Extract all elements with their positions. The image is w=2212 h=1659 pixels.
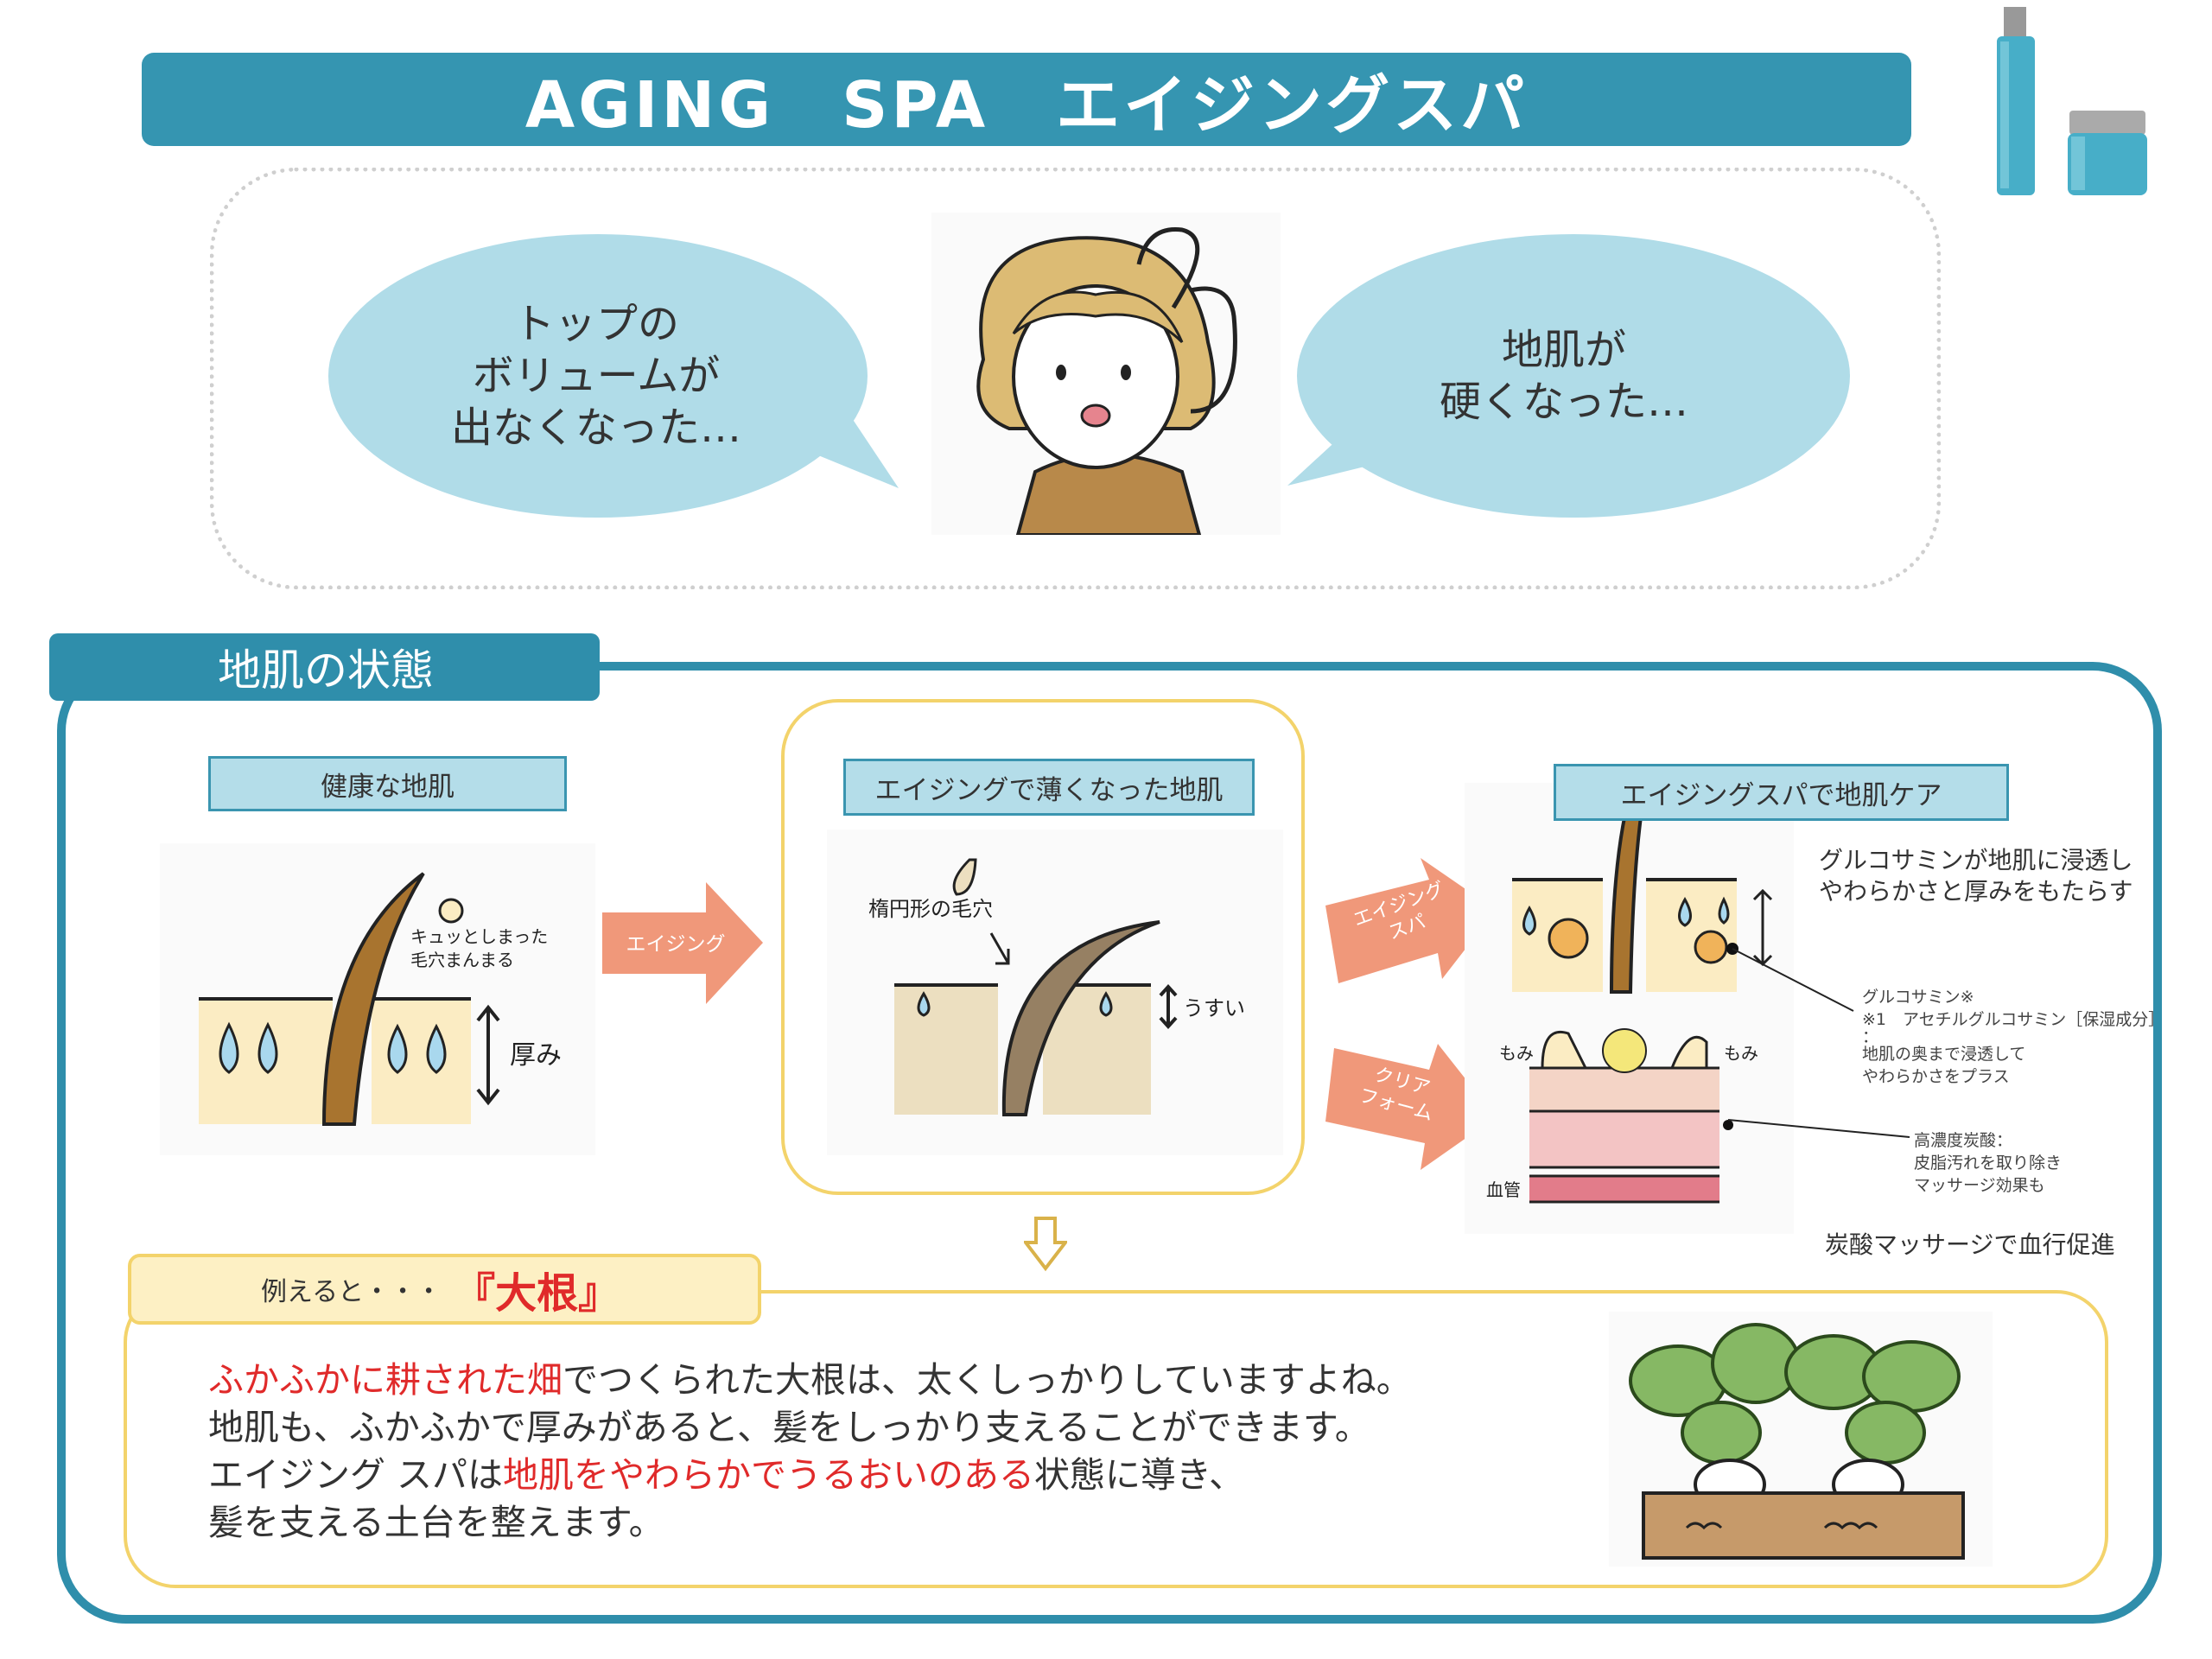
note-line: グルコサミンが地肌に浸透し	[1819, 846, 2133, 874]
example-panel	[124, 1290, 2108, 1588]
down-arrow-icon	[1021, 1217, 1070, 1275]
note-line: やわらかさと厚みをもたらす	[1819, 877, 2133, 906]
pore-note-line: キュッとしまった	[410, 926, 548, 947]
bubble-line: 出なくなった…	[450, 404, 741, 452]
aged-scalp-panel	[781, 699, 1305, 1195]
glucosamine-annotation: グルコサミン※ ※1 アセチルグルコサミン［保湿成分］ ： 地肌の奥まで浸透して…	[1862, 986, 2164, 1088]
note-line: 高濃度炭酸：	[1914, 1131, 2013, 1150]
aging-arrow-label: エイジング	[626, 933, 726, 956]
speech-bubbles	[328, 234, 1850, 518]
pore-note: 楕円形の毛穴	[868, 897, 993, 921]
annotation-lines	[1726, 943, 1910, 1138]
right-speech-bubble: 地肌が 硬くなった…	[1339, 311, 1789, 441]
aged-scalp-label: エイジングで薄くなった地肌	[843, 759, 1255, 816]
concerns-panel	[210, 168, 1941, 589]
bubble-line: ボリュームが	[472, 352, 721, 400]
thin-label: うすい	[1183, 996, 1245, 1020]
page-title: AGING SPA エイジングスパ	[142, 53, 1911, 146]
blood-vessel-label: 血管	[1486, 1179, 1521, 1200]
scalp-condition-panel	[57, 662, 2162, 1624]
bubble-line: 硬くなった…	[1439, 378, 1688, 426]
note-line: マッサージ効果も	[1914, 1176, 2045, 1195]
example-highlight: 『大根』	[454, 1269, 620, 1318]
example-prefix: 例えると・・・	[261, 1277, 442, 1307]
radish-illustration	[1609, 1312, 1993, 1567]
worried-woman-illustration	[931, 213, 1281, 537]
glucosamine-summary: グルコサミンが地肌に浸透し やわらかさと厚みをもたらす	[1819, 845, 2133, 907]
product-image	[1985, 7, 2169, 213]
thickness-label: 厚み	[510, 1040, 562, 1071]
bubble-line: トップの	[512, 300, 679, 348]
note-line: ：	[1862, 1027, 1879, 1046]
pore-note-line: 毛穴まんまる	[410, 950, 514, 970]
note-line: 地肌の奥まで浸透して	[1862, 1045, 2026, 1064]
body-line: 髪を支える土台を整えます。	[208, 1502, 664, 1543]
clear-foam-arrow: クリア フォーム	[1325, 1035, 1496, 1170]
aging-spa-arrow: エイジング スパ	[1325, 858, 1496, 993]
spa-care-label: エイジングスパで地肌ケア	[1554, 764, 2009, 821]
massage-label: もみ	[1724, 1043, 1758, 1064]
note-line: ※1 アセチルグルコサミン［保湿成分］	[1862, 1010, 2165, 1029]
note-line: グルコサミン※	[1862, 988, 1974, 1007]
section-tab: 地肌の状態	[49, 633, 600, 701]
carbonic-annotation: 高濃度炭酸： 皮脂汚れを取り除き マッサージ効果も	[1914, 1129, 2062, 1197]
left-speech-bubble: トップの ボリュームが 出なくなった…	[363, 285, 830, 467]
aged-scalp-illustration: 楕円形の毛穴 うすい	[827, 830, 1283, 1155]
body-text: エイジング スパは	[208, 1454, 504, 1496]
aging-arrow: エイジング	[602, 882, 763, 1004]
massage-label: もみ	[1499, 1043, 1534, 1064]
bubble-line: 地肌が	[1501, 326, 1626, 374]
example-tab: 例えると・・・ 『大根』	[128, 1254, 761, 1325]
massage-note: 炭酸マッサージで血行促進	[1825, 1230, 2115, 1259]
body-line: ふかふかに耕された畑でつくられた大根は、太くしっかりしていますよね。	[208, 1357, 1412, 1404]
note-line: 皮脂汚れを取り除き	[1914, 1154, 2063, 1173]
body-text: 状態に導き、	[1034, 1454, 1245, 1496]
body-line: 地肌も、ふかふかで厚みがあると、髪をしっかり支えることができます。	[208, 1407, 1370, 1448]
body-line: エイジング スパは地肌をやわらかでうるおいのある状態に導き、	[208, 1452, 1412, 1499]
healthy-scalp-illustration: キュッとしまった 毛穴まんまる 厚み	[160, 843, 595, 1155]
note-line: やわらかさをプラス	[1862, 1067, 2010, 1086]
example-body: ふかふかに耕された畑でつくられた大根は、太くしっかりしていますよね。 地肌も、ふ…	[208, 1357, 1412, 1547]
body-text: でつくられた大根は、太くしっかりしていますよね。	[563, 1359, 1412, 1401]
highlight-text: ふかふかに耕された畑	[208, 1359, 563, 1401]
highlight-text: 地肌をやわらかでうるおいのある	[503, 1454, 1035, 1496]
spa-care-illustration: もみ もみ 血管	[1465, 781, 1794, 1234]
healthy-scalp-label: 健康な地肌	[208, 756, 567, 811]
